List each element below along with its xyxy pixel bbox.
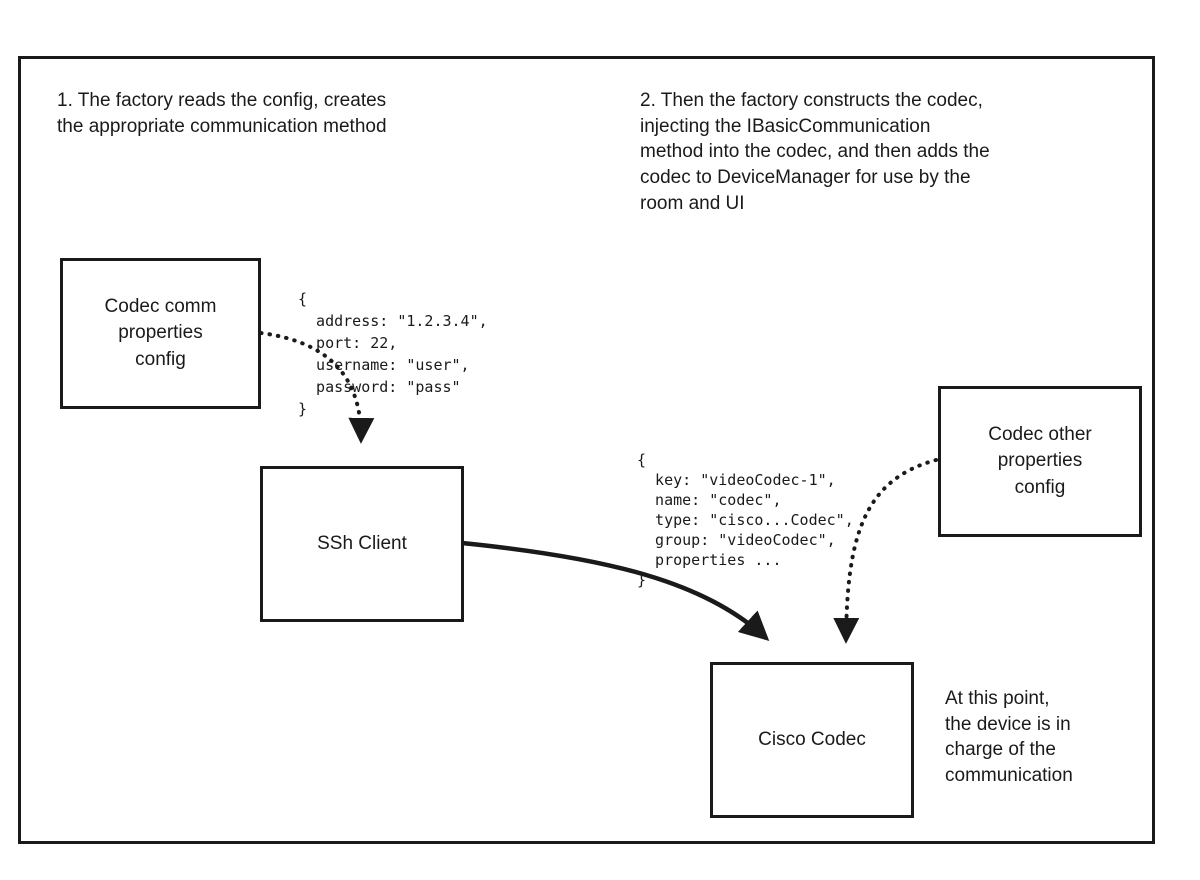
box-codec-comm-config: Codec comm properties config — [60, 258, 261, 409]
note-at-this-point: At this point, the device is in charge o… — [945, 688, 1073, 786]
note-step2: 2. Then the factory constructs the codec… — [640, 90, 990, 214]
note-step1: 1. The factory reads the config, creates… — [57, 90, 387, 137]
code-comm-properties: { address: "1.2.3.4", port: 22, username… — [298, 290, 488, 418]
box-codec-other-config: Codec other properties config — [938, 386, 1142, 537]
box-ssh-client: SSh Client — [260, 466, 464, 622]
diagram-border — [18, 56, 1155, 844]
code-codec-properties: { key: "videoCodec-1", name: "codec", ty… — [637, 451, 854, 589]
box-cisco-codec: Cisco Codec — [710, 662, 914, 818]
